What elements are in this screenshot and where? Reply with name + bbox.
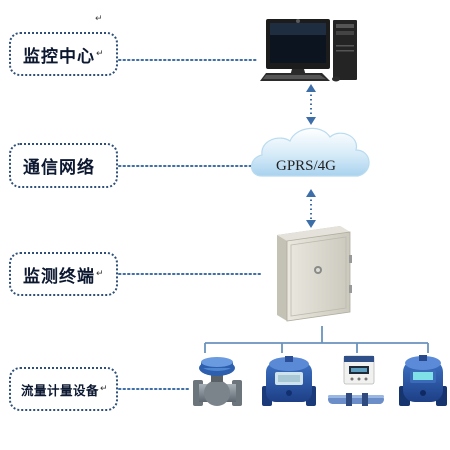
- return-mark: ↵: [95, 14, 103, 24]
- label-flow-metering-devices-text: 流量计量设备: [21, 382, 100, 398]
- network-cloud-icon: [250, 127, 370, 177]
- ultrasonic-flowmeter-icon: [328, 355, 384, 406]
- electromagnetic-flowmeter-icon: [193, 357, 242, 406]
- label-monitoring-terminal-text: 监测终端: [23, 266, 95, 287]
- cabinet-icon: [277, 226, 352, 322]
- label-communication-network-text: 通信网络: [23, 158, 95, 178]
- link-computer-cloud-arrow: [306, 84, 316, 125]
- label-monitoring-center: 监控中心 ↵: [9, 32, 118, 76]
- label-monitoring-center-text: 监控中心: [23, 46, 95, 67]
- return-mark: ↵: [100, 384, 109, 394]
- label-flow-metering-devices: 流量计量设备 ↵: [9, 367, 118, 411]
- device-tree-lines: [204, 326, 429, 353]
- link-cloud-cabinet-arrow: [306, 189, 316, 228]
- label-communication-network: 通信网络: [9, 143, 118, 188]
- return-mark: ↵: [96, 269, 105, 279]
- computer-icon: [260, 19, 357, 82]
- water-meter-icon: [262, 356, 316, 406]
- label-monitoring-terminal: 监测终端 ↵: [9, 252, 118, 296]
- return-mark: ↵: [96, 49, 105, 59]
- cloud-label: GPRS/4G: [276, 158, 336, 174]
- smart-water-meter-icon: [399, 355, 447, 406]
